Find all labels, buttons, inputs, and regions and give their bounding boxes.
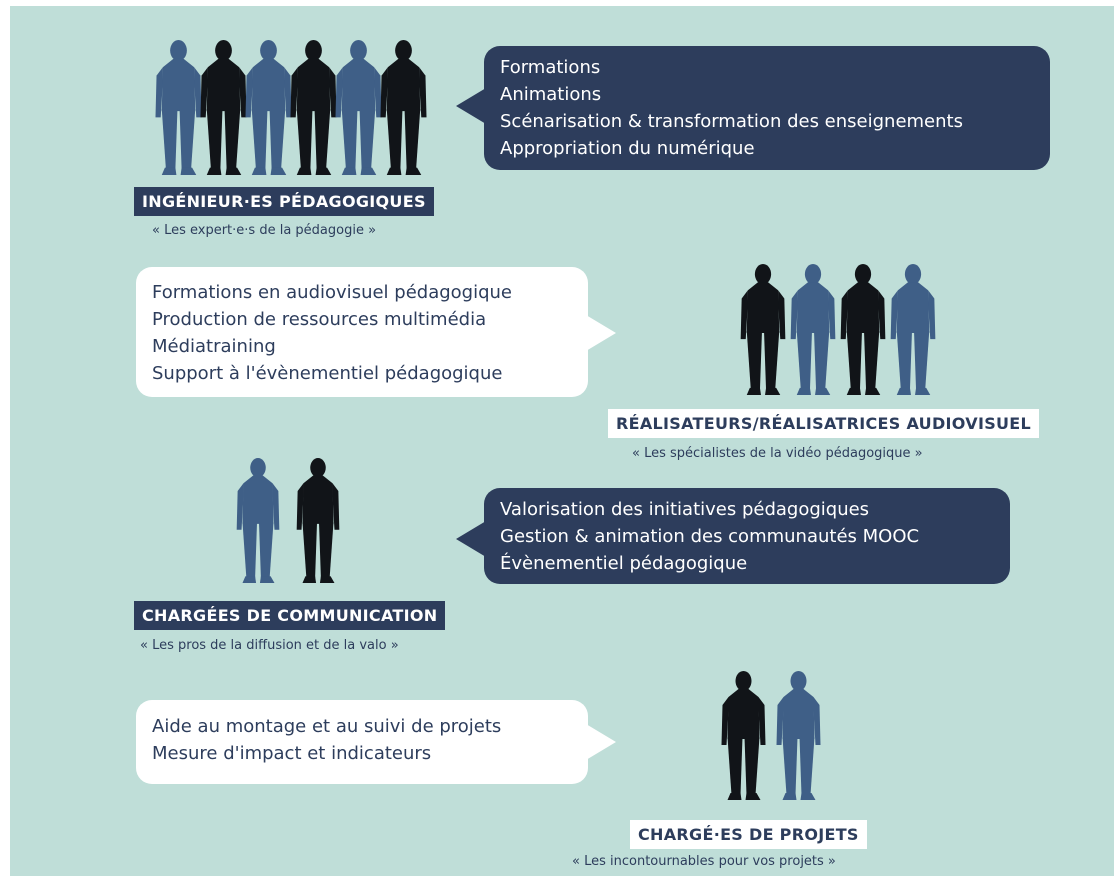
tagline-communication: « Les pros de la diffusion et de la valo… xyxy=(140,638,399,653)
role-label-projets: CHARGÉ·ES DE PROJETS xyxy=(630,820,867,849)
missions-bubble-realisateurs: Formations en audiovisuel pédagogique Pr… xyxy=(136,267,588,397)
mission-item: Formations en audiovisuel pédagogique xyxy=(152,282,512,303)
tagline-ingenieurs: « Les expert·e·s de la pédagogie » xyxy=(152,223,377,238)
tagline-realisateurs: « Les spécialistes de la vidéo pédagogiq… xyxy=(632,446,923,461)
person-silhouette-icon xyxy=(776,671,821,800)
person-silhouette-icon xyxy=(236,458,280,584)
missions-bubble-communication: Valorisation des initiatives pédagogique… xyxy=(484,488,1010,584)
person-silhouette-icon xyxy=(200,40,247,175)
person-silhouette-icon xyxy=(790,264,836,395)
mission-item: Mesure d'impact et indicateurs xyxy=(152,743,432,764)
bubble-tail-realisateurs xyxy=(586,315,616,351)
mission-item: Médiatraining xyxy=(152,336,276,357)
person-silhouette-icon xyxy=(721,671,766,800)
person-silhouette-icon xyxy=(296,458,340,584)
people-group-ingenieurs xyxy=(155,40,427,175)
bubble-tail-ingenieurs xyxy=(456,88,486,124)
mission-item: Évènementiel pédagogique xyxy=(500,553,748,574)
person-silhouette-icon xyxy=(890,264,936,395)
mission-item: Formations xyxy=(500,57,601,78)
mission-item: Animations xyxy=(500,84,602,105)
mission-item: Scénarisation & transformation des ensei… xyxy=(500,111,963,132)
mission-item: Gestion & animation des communautés MOOC xyxy=(500,526,920,547)
role-label-ingenieurs: INGÉNIEUR·ES PÉDAGOGIQUES xyxy=(134,187,434,216)
infographic-canvas: Formations Animations Scénarisation & tr… xyxy=(10,6,1114,876)
person-silhouette-icon xyxy=(740,264,786,395)
role-label-realisateurs: RÉALISATEURS/RÉALISATRICES AUDIOVISUEL xyxy=(608,409,1040,438)
person-silhouette-icon xyxy=(380,40,427,175)
people-group-projets xyxy=(721,671,821,800)
missions-bubble-projets: Aide au montage et au suivi de projets M… xyxy=(136,700,588,784)
mission-item: Appropriation du numérique xyxy=(500,138,755,159)
person-silhouette-icon xyxy=(290,40,337,175)
mission-item: Production de ressources multimédia xyxy=(152,309,487,330)
role-label-communication: CHARGÉES DE COMMUNICATION xyxy=(134,601,446,630)
mission-item: Support à l'évènementiel pédagogique xyxy=(152,363,503,384)
person-silhouette-icon xyxy=(245,40,292,175)
people-group-communication xyxy=(236,458,340,584)
person-silhouette-icon xyxy=(840,264,886,395)
missions-bubble-ingenieurs: Formations Animations Scénarisation & tr… xyxy=(484,46,1050,170)
people-group-realisateurs xyxy=(740,264,936,395)
person-silhouette-icon xyxy=(335,40,382,175)
mission-item: Aide au montage et au suivi de projets xyxy=(152,716,502,737)
bubble-tail-projets xyxy=(586,724,616,760)
mission-item: Valorisation des initiatives pédagogique… xyxy=(500,499,870,520)
tagline-projets: « Les incontournables pour vos projets » xyxy=(572,854,836,869)
bubble-tail-communication xyxy=(456,521,486,557)
person-silhouette-icon xyxy=(155,40,202,175)
